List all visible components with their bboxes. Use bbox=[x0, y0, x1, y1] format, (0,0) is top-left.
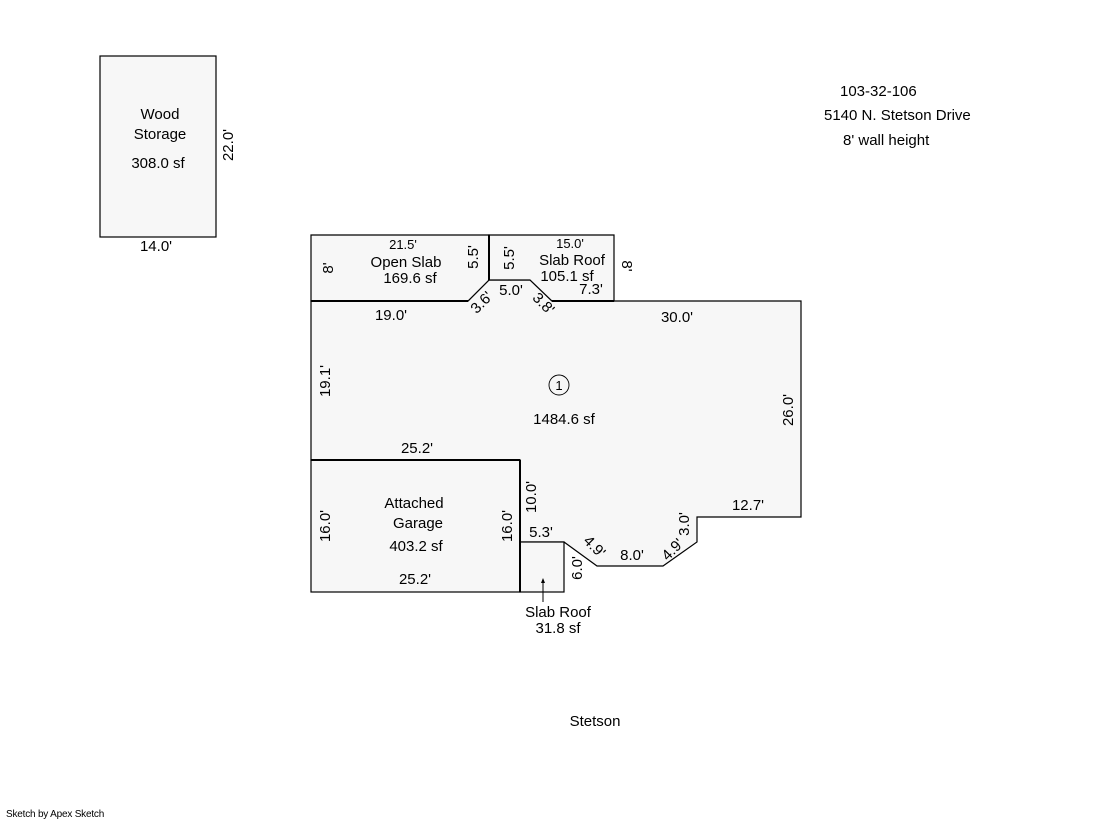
main-area: 1484.6 sf bbox=[533, 411, 596, 428]
wall-height-note: 8' wall height bbox=[843, 132, 930, 149]
wood-storage-outline bbox=[99, 55, 217, 238]
main-dim-top: 30.0' bbox=[661, 309, 693, 326]
garage-area: 403.2 sf bbox=[389, 538, 443, 555]
slab-roof-upper-dim-bottom: 7.3' bbox=[579, 281, 603, 298]
garage-outline bbox=[310, 459, 521, 593]
slab-roof-lower-outline bbox=[519, 541, 565, 593]
area-marker-number: 1 bbox=[555, 378, 562, 393]
slab-roof-lower-dim-top: 5.3' bbox=[529, 524, 553, 541]
garage-dim-left: 16.0' bbox=[317, 510, 334, 542]
slab-roof-upper-area: 105.1 sf bbox=[540, 268, 594, 285]
main-dim-step-v: 3.0' bbox=[676, 512, 693, 536]
garage-dim-bottom: 25.2' bbox=[399, 571, 431, 588]
main-dim-inner-v: 10.0' bbox=[523, 481, 540, 513]
main-dim-left: 19.1' bbox=[317, 365, 334, 397]
area-marker-circle bbox=[548, 374, 570, 396]
street-name: Stetson bbox=[570, 713, 621, 730]
property-address: 5140 N. Stetson Drive bbox=[824, 107, 971, 124]
main-dim-right: 26.0' bbox=[780, 394, 797, 426]
slab-roof-upper-dim-left: 5.5' bbox=[501, 246, 518, 270]
wood-storage-name-1: Wood bbox=[141, 106, 180, 123]
slab-roof-upper-dim-top: 15.0' bbox=[556, 236, 584, 251]
main-dim-step: 12.7' bbox=[732, 497, 764, 514]
wood-storage-area: 308.0 sf bbox=[131, 155, 185, 172]
open-slab-name: Open Slab bbox=[371, 254, 442, 271]
open-slab-dim-bottom: 19.0' bbox=[375, 307, 407, 324]
slab-roof-lower-area: 31.8 sf bbox=[535, 620, 581, 637]
open-slab-dim-top: 21.5' bbox=[389, 237, 417, 252]
main-dim-garage-top: 25.2' bbox=[401, 440, 433, 457]
open-slab-area: 169.6 sf bbox=[383, 270, 437, 287]
slab-roof-upper-dim-notch: 5.0' bbox=[499, 282, 523, 299]
wood-storage-dim-right: 22.0' bbox=[220, 129, 237, 161]
open-slab-dim-right: 5.5' bbox=[465, 245, 482, 269]
garage-name-1: Attached bbox=[384, 495, 443, 512]
parcel-number: 103-32-106 bbox=[840, 83, 917, 100]
sketch-credit: Sketch by Apex Sketch bbox=[6, 809, 105, 820]
slab-roof-lower-name: Slab Roof bbox=[525, 604, 592, 621]
slab-roof-lower-dim-right: 6.0' bbox=[569, 556, 586, 580]
main-dim-bottom: 8.0' bbox=[620, 547, 644, 564]
wood-storage-name-2: Storage bbox=[134, 126, 187, 143]
open-slab-dim-left: 8' bbox=[320, 262, 337, 273]
slab-roof-upper-name: Slab Roof bbox=[539, 252, 606, 269]
garage-dim-right: 16.0' bbox=[499, 510, 516, 542]
slab-roof-upper-dim-right: 8' bbox=[618, 260, 635, 271]
garage-name-2: Garage bbox=[393, 515, 443, 532]
wood-storage-dim-bottom: 14.0' bbox=[140, 238, 172, 255]
open-slab-outline bbox=[310, 234, 490, 302]
